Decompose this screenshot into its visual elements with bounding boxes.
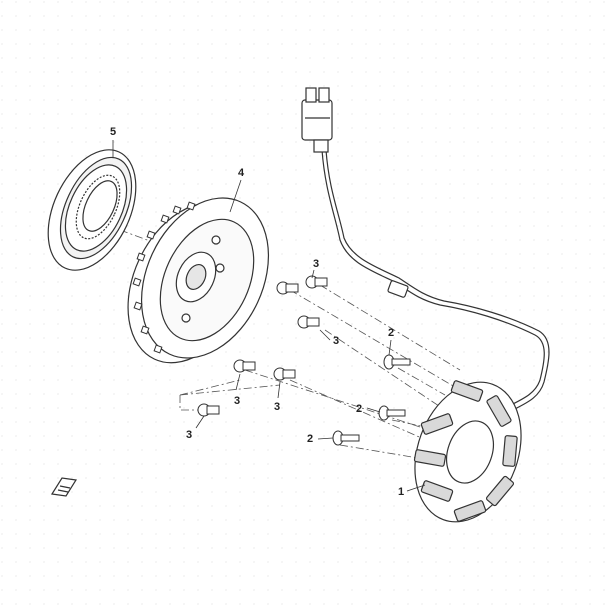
assembly-guide-lines: [119, 229, 461, 461]
screws: [197, 275, 328, 417]
callout-2-middle: 2: [356, 403, 363, 415]
callout-1: 1: [398, 486, 405, 498]
callout-3-screw-e: 3: [274, 401, 281, 413]
callout-2-upper: 2: [388, 327, 395, 339]
callout-4: 4: [238, 167, 245, 179]
bolts: [332, 354, 411, 446]
screw-e: [273, 367, 296, 381]
callout-2-lower: 2: [307, 433, 314, 445]
callout-3-screw-b: 3: [313, 258, 320, 270]
leader-lines: [112, 140, 426, 492]
screw-d: [233, 359, 256, 373]
screw-c: [297, 315, 320, 329]
document-corner-icon: [51, 477, 77, 497]
harness-clip: [387, 280, 409, 298]
screw-f: [197, 403, 220, 417]
wire-connector: [301, 87, 333, 153]
flywheel-rotor: [127, 197, 270, 364]
callout-5: 5: [110, 126, 117, 138]
bolt-upper: [383, 354, 411, 370]
screw-b: [305, 275, 328, 289]
stator: [413, 380, 522, 523]
bolt-middle: [378, 405, 406, 421]
callout-3-screw-f: 3: [186, 429, 193, 441]
callout-3-screw-d: 3: [234, 395, 241, 407]
starter-clutch-bearing: [47, 149, 137, 271]
screw-a: [276, 281, 299, 295]
callout-3-screw-c: 3: [333, 335, 340, 347]
wiring-harness: [321, 149, 550, 413]
